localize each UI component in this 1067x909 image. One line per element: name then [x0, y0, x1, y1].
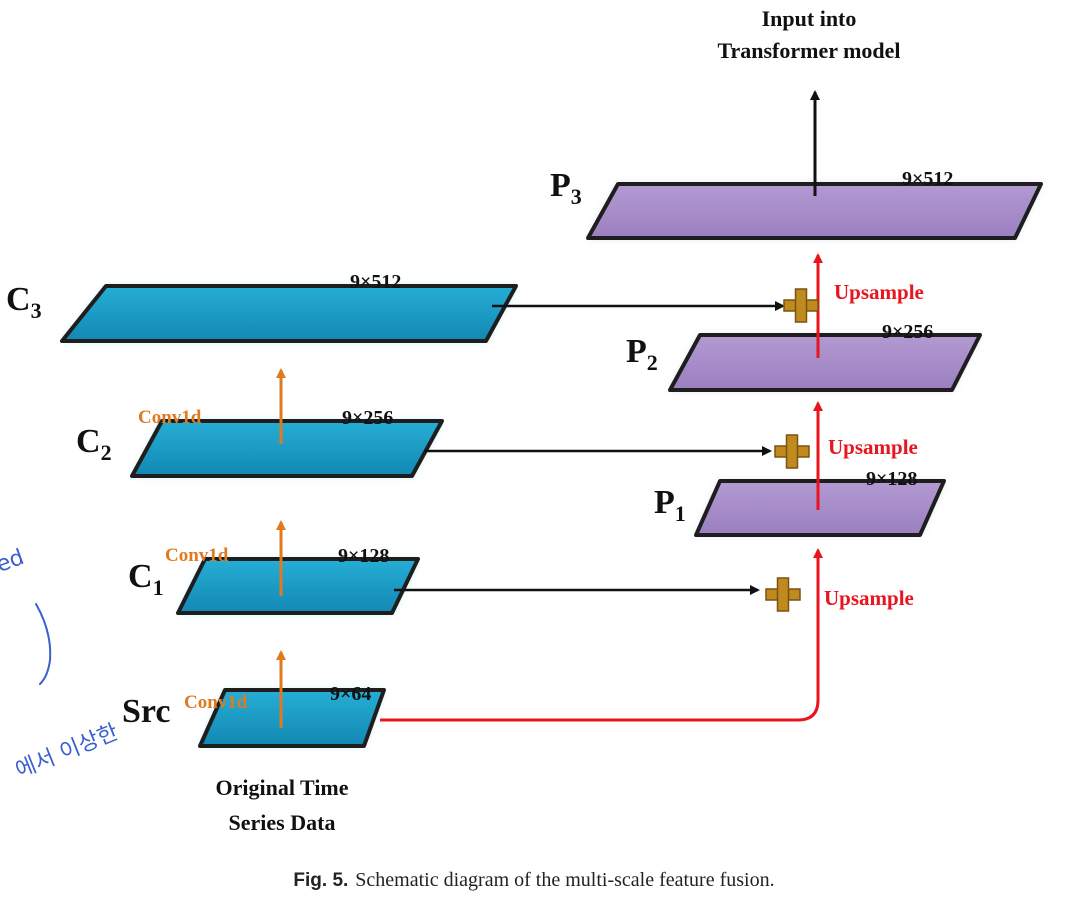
- upsample-label-mid: Upsample: [828, 435, 918, 459]
- input-caption-line1: Original Time: [215, 775, 348, 800]
- input-caption-line2: Series Data: [229, 810, 336, 835]
- c2-block: [130, 419, 444, 478]
- p1-dims: 9×128: [866, 468, 917, 490]
- p2-block: [668, 333, 982, 392]
- c3-dims: 9×512: [350, 271, 401, 293]
- handwriting-stroke: [35, 603, 52, 685]
- p3-label: P3: [550, 167, 582, 209]
- src-dims: 9×64: [330, 683, 371, 705]
- figure-caption: Fig. 5.Schematic diagram of the multi-sc…: [293, 869, 774, 891]
- plus-icon: [783, 288, 819, 323]
- c1-block: [176, 557, 420, 615]
- p3-block: [586, 182, 1043, 240]
- conv-label-c2: Conv1d: [138, 407, 202, 428]
- c3-label: C3: [6, 281, 42, 323]
- c2-dims: 9×256: [342, 407, 393, 429]
- p3-dims: 9×512: [902, 168, 953, 190]
- upsample-label-top: Upsample: [834, 280, 924, 304]
- output-label-line1: Input into: [762, 6, 857, 31]
- handwriting-bottom: 에서 이상한: [12, 720, 122, 784]
- c1-label: C1: [128, 558, 164, 600]
- handwriting-top: ed: [0, 545, 27, 578]
- conv-label-src: Conv1d: [184, 692, 248, 713]
- plus-icon: [774, 434, 810, 469]
- upsample-arrow-src: [380, 548, 823, 722]
- block-glows: [62, 286, 516, 746]
- upsample-label-bottom: Upsample: [824, 586, 914, 610]
- p1-block: [694, 479, 946, 537]
- src-block: [198, 688, 386, 748]
- p2-label: P2: [626, 333, 658, 375]
- p1-label: P1: [654, 484, 686, 526]
- plus-icon: [765, 577, 801, 612]
- output-label-line2: Transformer model: [717, 38, 900, 63]
- c1-dims: 9×128: [338, 545, 389, 567]
- src-label: Src: [122, 693, 170, 730]
- conv-label-c1: Conv1d: [165, 545, 229, 566]
- c3-block: [60, 284, 518, 343]
- c2-label: C2: [76, 423, 112, 465]
- p2-dims: 9×256: [882, 321, 933, 343]
